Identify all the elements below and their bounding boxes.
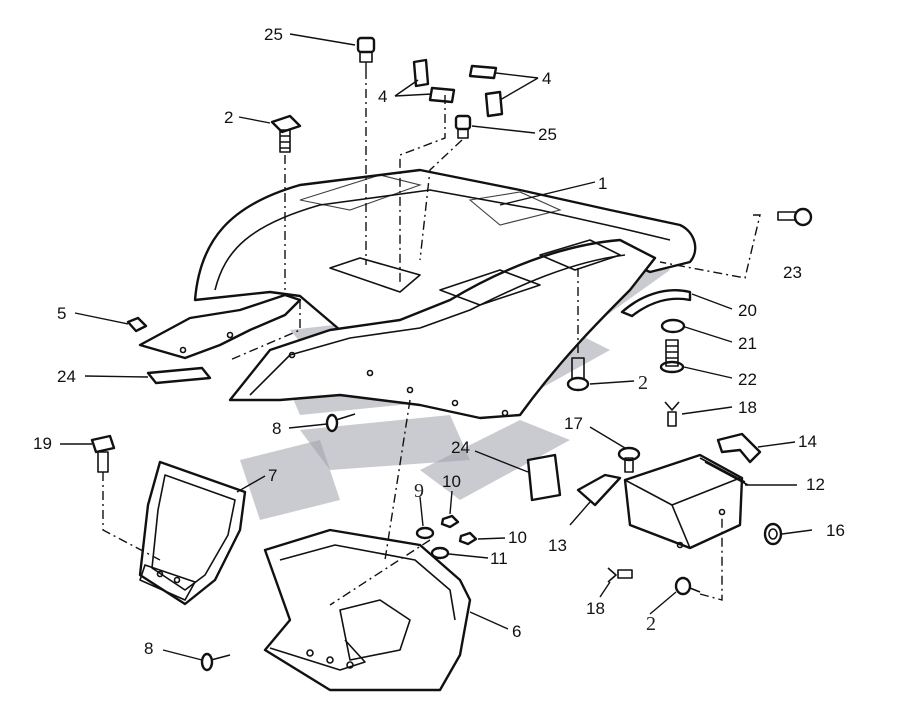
callout-24: 24 <box>57 367 76 386</box>
pad-24-right[interactable] <box>526 453 562 502</box>
rivet-17[interactable] <box>617 446 641 473</box>
callout-13: 13 <box>548 536 567 555</box>
callout-19: 19 <box>33 434 52 453</box>
callout-25: 25 <box>264 25 283 44</box>
fastener-16[interactable] <box>763 522 783 546</box>
bracket-14[interactable] <box>716 432 762 464</box>
callout-1: 1 <box>598 174 607 193</box>
callout-18: 18 <box>586 599 605 618</box>
callout-11: 11 <box>490 549 508 568</box>
callout-21: 21 <box>738 334 757 353</box>
callout-22: 22 <box>738 370 757 389</box>
callout-10: 10 <box>508 528 527 547</box>
screw-22[interactable] <box>659 339 685 374</box>
callout-12: 12 <box>806 475 825 494</box>
callout-24: 24 <box>451 438 470 457</box>
callout-10: 10 <box>442 472 461 491</box>
callout-9: 9 <box>414 480 424 502</box>
callout-18: 18 <box>738 398 757 417</box>
tool-box-12[interactable] <box>623 453 749 550</box>
bolt-23[interactable] <box>777 207 813 227</box>
clip-4-c[interactable] <box>468 64 498 80</box>
leader-lines <box>60 33 813 661</box>
pin-8-lower[interactable] <box>200 652 231 672</box>
lower-panel-6[interactable] <box>263 528 472 692</box>
callout-7: 7 <box>268 466 277 485</box>
callout-2: 2 <box>638 372 648 394</box>
callout-2: 2 <box>224 108 233 127</box>
bolt-2-top[interactable] <box>270 114 302 153</box>
callout-4: 4 <box>378 87 387 106</box>
callout-23: 23 <box>783 263 802 282</box>
left-mud-flap[interactable] <box>138 293 302 360</box>
nut-10-b[interactable] <box>458 531 478 546</box>
bolt-25-second[interactable] <box>454 114 472 139</box>
callout-2: 2 <box>646 613 656 635</box>
bolt-2-lower[interactable] <box>674 576 701 596</box>
clip-5[interactable] <box>126 316 148 333</box>
callout-6: 6 <box>512 622 521 641</box>
callout-5: 5 <box>57 304 66 323</box>
callout-25: 25 <box>538 125 557 144</box>
bracket-20[interactable] <box>620 289 692 318</box>
callout-14: 14 <box>798 432 817 451</box>
bolt-19[interactable] <box>90 434 116 473</box>
washer-21[interactable] <box>660 318 686 334</box>
callout-8: 8 <box>144 639 153 658</box>
assembly-lines <box>102 70 761 606</box>
callout-labels: 25 4 4 25 2 1 23 5 20 21 24 22 2 8 18 17… <box>33 25 845 658</box>
pin-8-upper[interactable] <box>325 413 356 433</box>
clip-4-b[interactable] <box>428 86 456 104</box>
clip-4-d[interactable] <box>484 90 504 118</box>
callout-20: 20 <box>738 301 757 320</box>
bolt-25-top[interactable] <box>356 36 376 70</box>
nut-10-a[interactable] <box>440 514 460 529</box>
pad-13[interactable] <box>576 473 622 507</box>
clip-18-lower[interactable] <box>607 567 633 583</box>
callout-8: 8 <box>272 419 281 438</box>
washer-9[interactable] <box>415 526 435 540</box>
washer-11[interactable] <box>430 546 450 560</box>
callout-17: 17 <box>564 414 583 433</box>
callout-4: 4 <box>542 69 551 88</box>
rear-fender[interactable] <box>193 168 697 420</box>
pad-24-left[interactable] <box>146 366 212 385</box>
callout-16: 16 <box>826 521 845 540</box>
bolt-2-middle[interactable] <box>566 357 590 392</box>
clip-18-upper[interactable] <box>664 401 680 427</box>
side-panel-7[interactable] <box>138 460 247 606</box>
